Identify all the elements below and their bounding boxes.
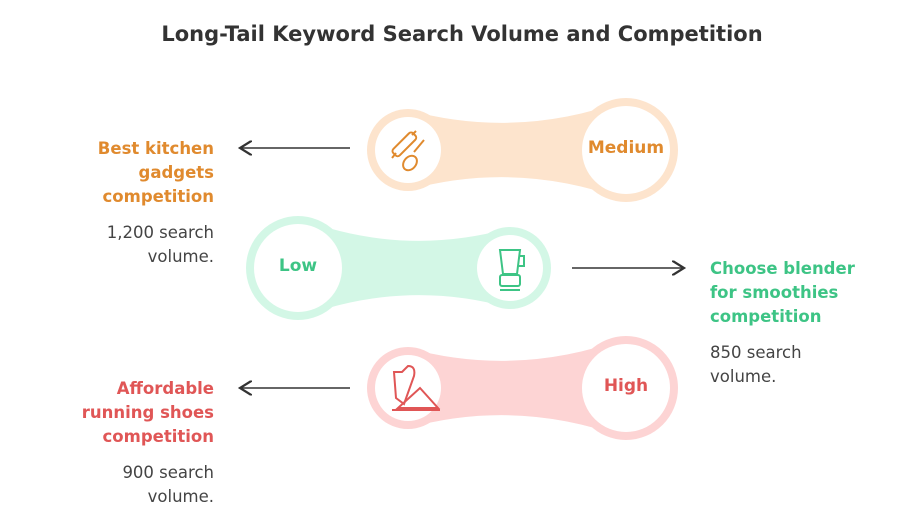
low-connector [246, 216, 551, 320]
running-shoe-icon [392, 364, 441, 411]
blender-icon [498, 249, 525, 291]
level-low: Low [278, 256, 318, 276]
level-medium: Medium [587, 138, 665, 158]
volume-shoes: 900 search volume. [122, 463, 214, 506]
level-high: High [603, 376, 649, 396]
keyword-kitchen: Best kitchen gadgets competition [97, 139, 214, 206]
diagram-title: Long-Tail Keyword Search Volume and Comp… [161, 22, 763, 46]
medium-connector [367, 98, 678, 202]
keyword-shoes: Affordable running shoes competition [81, 379, 214, 446]
volume-kitchen: 1,200 search volume. [106, 223, 214, 266]
keyword-blender: Choose blender for smoothies competition [710, 259, 855, 326]
high-connector [367, 336, 678, 440]
rolling-pin-whisk-icon [391, 130, 425, 172]
volume-blender: 850 search volume. [710, 343, 802, 386]
